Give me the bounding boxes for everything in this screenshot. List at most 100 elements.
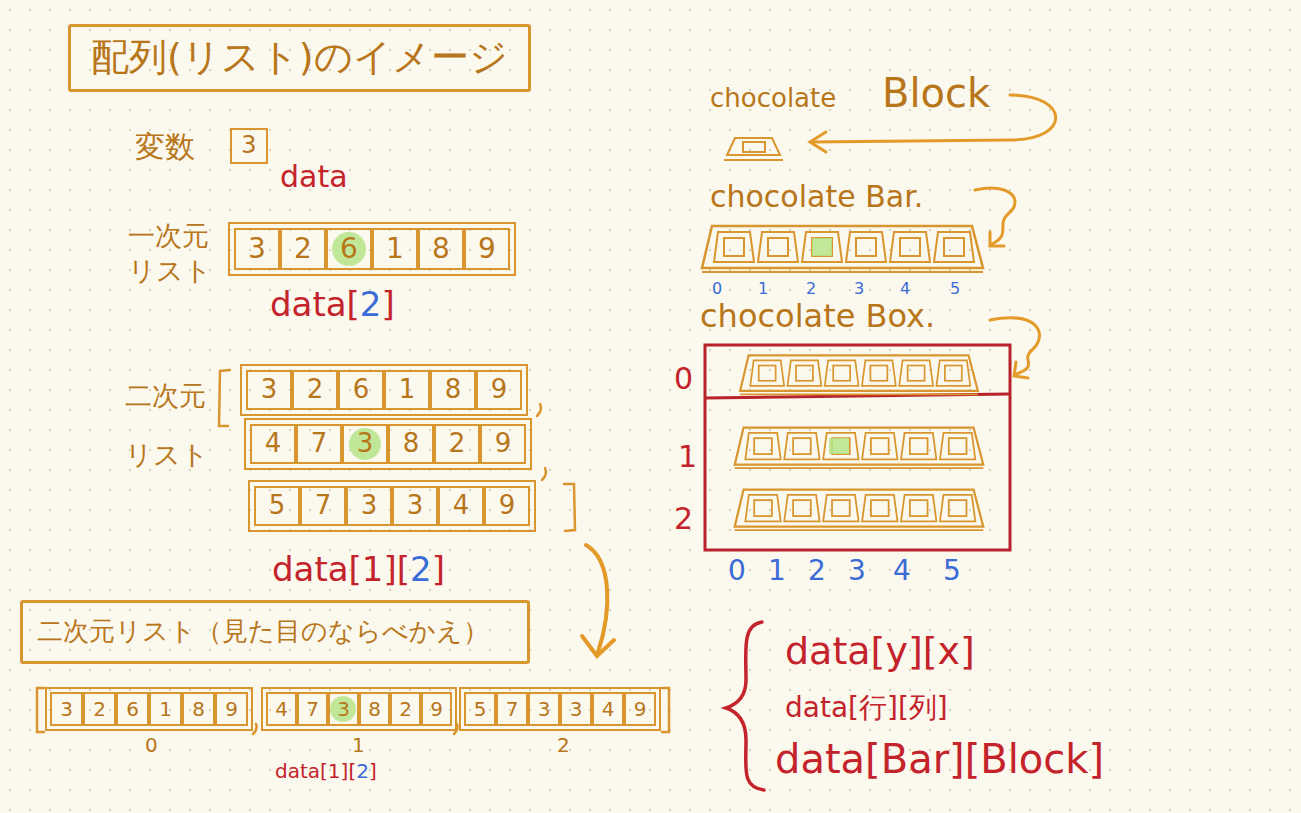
list-cell: 4: [250, 424, 296, 464]
index: 2: [356, 760, 369, 783]
code: data[1][: [272, 550, 410, 589]
cell-value: 3: [60, 698, 73, 721]
code: data[Bar][Block]: [775, 736, 1104, 782]
list-cell: 3: [234, 228, 280, 270]
cell-value: 5: [269, 491, 286, 521]
list-cell: 2: [280, 228, 326, 270]
index: 2: [360, 285, 382, 324]
bracket: [219, 370, 230, 426]
block-face: [743, 142, 765, 152]
list-cell: 7: [496, 692, 528, 726]
code: ]: [432, 550, 445, 589]
index: 4: [893, 555, 911, 587]
list-cell: 3: [346, 486, 392, 526]
index: 2: [410, 550, 432, 589]
arrow-head: [1014, 362, 1028, 378]
list-cell: 3: [392, 486, 438, 526]
cell-value: 3: [407, 491, 424, 521]
index: 2: [808, 555, 826, 587]
list-cell: 3: [528, 692, 560, 726]
list-cell: 8: [182, 692, 215, 726]
list-cell: 6: [326, 228, 372, 270]
list-cell: 8: [388, 424, 434, 464]
list-cell: 9: [421, 692, 452, 726]
strip: [460, 688, 660, 730]
cell-value: 3: [241, 132, 256, 160]
list-cell: 1: [149, 692, 182, 726]
cell-value: 7: [506, 698, 519, 721]
list-cell: 9: [215, 692, 248, 726]
bracket: [37, 688, 44, 732]
cell-value: 8: [403, 429, 420, 459]
strip: [229, 223, 515, 275]
strip: [249, 481, 535, 531]
cell-value: 9: [225, 698, 238, 721]
bracket: [662, 688, 669, 732]
index: 1: [758, 280, 768, 298]
list-cell: 1: [372, 228, 418, 270]
list-cell: 6: [338, 370, 384, 410]
list-cell: 3: [246, 370, 292, 410]
index: 3: [854, 280, 864, 298]
code: data[y][x]: [785, 630, 975, 674]
code: ]: [369, 760, 377, 783]
cell-value: 9: [634, 698, 647, 721]
code: data[1][: [275, 760, 356, 783]
cell-value: 4: [275, 698, 288, 721]
comma: [542, 468, 546, 480]
label: chocolate Bar.: [710, 180, 923, 215]
highlight-piece: [812, 238, 832, 256]
strip: [262, 688, 456, 730]
index: 1: [768, 555, 786, 587]
list-cell: 7: [296, 424, 342, 464]
label: Block: [882, 70, 990, 116]
variable-cell: 3: [230, 128, 268, 164]
arrow: [582, 545, 614, 656]
strip: [46, 688, 252, 730]
highlight-piece: [829, 438, 849, 454]
cell-value: 8: [445, 375, 462, 405]
cell-value: 3: [261, 375, 278, 405]
cell-value: 3: [538, 698, 551, 721]
list-cell: 8: [418, 228, 464, 270]
chocolate-bar: [735, 490, 984, 531]
arrow-line: [586, 545, 607, 652]
list-cell: 1: [384, 370, 430, 410]
chocolate-block: [724, 138, 783, 160]
comma: [537, 404, 541, 416]
index: 0: [712, 280, 722, 298]
index: 3: [848, 555, 866, 587]
list-cell: 5: [254, 486, 300, 526]
block-top: [727, 138, 780, 155]
cell-value: 1: [399, 375, 416, 405]
cell-value: 7: [306, 698, 319, 721]
list-cell: 8: [359, 692, 390, 726]
cell-value: 9: [499, 491, 516, 521]
cell-value: 3: [357, 429, 374, 459]
index: 4: [900, 280, 910, 298]
cell-value: 6: [340, 233, 358, 265]
list-cell: 9: [464, 228, 510, 270]
label: chocolate: [710, 84, 836, 114]
cell-value: 6: [353, 375, 370, 405]
list-cell: 9: [476, 370, 522, 410]
highlight-dot: [332, 232, 366, 266]
cell-value: 6: [126, 698, 139, 721]
cell-value: 9: [430, 698, 443, 721]
cell-value: 9: [478, 233, 496, 265]
comma: [454, 724, 458, 734]
cell-value: 3: [248, 233, 266, 265]
list-cell: 5: [464, 692, 496, 726]
cell-value: 7: [315, 491, 332, 521]
cell-value: 9: [491, 375, 508, 405]
list-cell: 3: [50, 692, 83, 726]
chocolate-box: [705, 345, 1010, 550]
title-text: 配列(リスト)のイメージ: [91, 35, 508, 79]
chocolate-bar: [702, 226, 983, 272]
bracket: [564, 484, 575, 531]
list-strips: [46, 223, 660, 730]
arrow-head: [810, 132, 826, 152]
list-cell: 6: [116, 692, 149, 726]
code: ]: [382, 285, 395, 324]
